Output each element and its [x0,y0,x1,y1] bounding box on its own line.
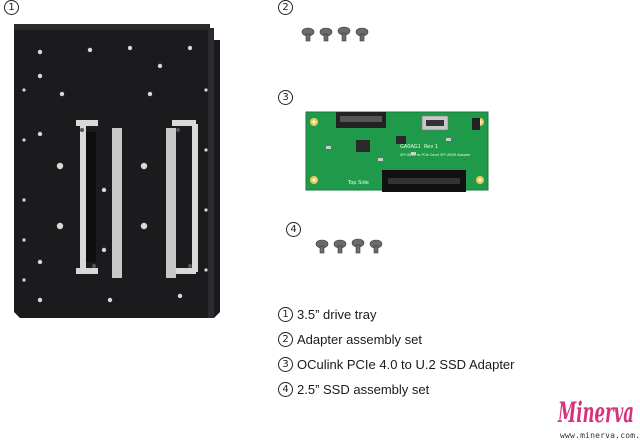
legend-label: 3.5” drive tray [297,307,377,322]
legend-number: 3 [278,357,293,372]
legend-item-adapter-set: 2 Adapter assembly set [278,327,515,352]
legend-number: 1 [278,307,293,322]
legend-number: 2 [278,332,293,347]
minerva-logo: Minerva [557,396,634,429]
marker-board: 3 [278,90,293,105]
legend-item-ssd-set: 4 2.5” SSD assembly set [278,377,515,402]
legend-label: OCulink PCIe 4.0 to U.2 SSD Adapter [297,357,515,372]
legend-item-board: 3 OCulink PCIe 4.0 to U.2 SSD Adapter [278,352,515,377]
marker-adapter-set: 2 [278,0,293,15]
website-link[interactable]: www.minerva.com.tw [560,431,640,440]
board-side-label: Top Side [347,180,369,186]
legend-label: 2.5” SSD assembly set [297,382,430,397]
legend-item-tray: 1 3.5” drive tray [278,302,515,327]
parts-legend: 1 3.5” drive tray 2 Adapter assembly set… [278,302,515,402]
legend-label: Adapter assembly set [297,332,423,347]
board-rev: Rev 1 [424,144,438,150]
marker-tray: 1 [4,0,19,15]
legend-number: 4 [278,382,293,397]
board-description: SFF-8611 to PCIe Gen4 SFF-8639 Adapter [400,153,471,157]
marker-ssd-set: 4 [286,222,301,237]
board-model: GA0AG1 [400,144,421,150]
drive-tray-image [14,24,220,318]
adapter-board-image: GA0AG1 Rev 1 SFF-8611 to PCIe Gen4 SFF-8… [305,111,489,192]
logo-text: Minerva [557,396,634,429]
ssd-screw-set-image [315,238,383,254]
adapter-screw-set-image [301,26,369,42]
